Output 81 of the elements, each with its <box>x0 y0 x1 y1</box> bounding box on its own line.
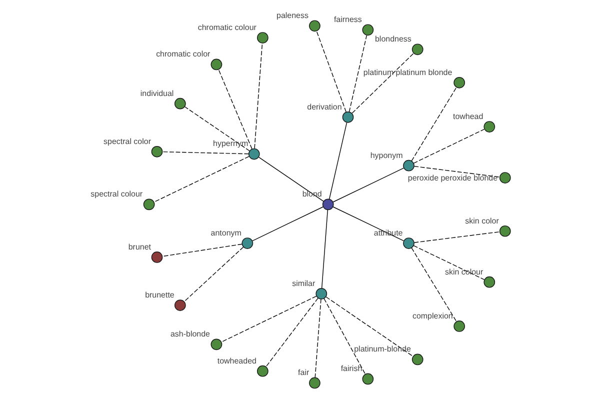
connector <box>332 206 404 242</box>
connector <box>411 87 457 162</box>
connector <box>184 106 250 152</box>
node-label: hypernym <box>213 139 248 148</box>
node-circle <box>412 354 424 366</box>
connector <box>413 245 485 280</box>
connector <box>154 156 250 202</box>
node-circle <box>257 32 268 44</box>
node-label: fairness <box>334 15 362 24</box>
node-circle <box>403 160 414 172</box>
node-label: peroxide peroxide blonde <box>408 174 498 183</box>
node-circle <box>210 338 222 350</box>
node-circle <box>242 238 254 249</box>
connector <box>266 298 318 367</box>
connector <box>413 128 485 164</box>
node-circle <box>403 238 414 249</box>
node-label: skin colour <box>444 267 484 276</box>
node-circle <box>412 44 424 56</box>
connector <box>252 206 324 242</box>
node-label: paleness <box>276 11 308 20</box>
node-circle <box>143 198 155 210</box>
node-circle <box>309 20 320 32</box>
node-label: platinum-blonde <box>354 344 411 354</box>
connector <box>316 30 346 112</box>
node-label: brunette <box>145 290 174 300</box>
node-circle <box>499 172 511 184</box>
node-label: chromatic colour <box>198 22 256 32</box>
node-label: antonym <box>210 228 242 238</box>
node-circle <box>454 320 465 332</box>
connector <box>184 246 244 302</box>
node-circle <box>210 58 222 70</box>
node-label: towheaded <box>217 356 256 366</box>
connector <box>314 298 322 378</box>
node-circle <box>316 288 328 300</box>
connector <box>414 231 500 243</box>
connector <box>328 122 348 200</box>
connector <box>321 209 328 289</box>
node-label: complexion <box>412 311 453 320</box>
connector <box>221 296 317 342</box>
node-circle <box>322 198 334 210</box>
node-label: brunet <box>128 242 152 252</box>
node-circle <box>484 276 496 288</box>
connector <box>352 52 414 114</box>
node-label: platinum platinum blonde <box>363 68 452 77</box>
node-label: chromatic color <box>156 50 210 59</box>
connector <box>254 42 263 149</box>
connector <box>326 296 414 357</box>
node-label: skin color <box>465 216 499 226</box>
connector <box>162 151 249 154</box>
node-label: blondness <box>374 34 412 44</box>
node-circle <box>499 225 511 237</box>
node-circle <box>309 377 320 389</box>
node-circle <box>151 252 163 263</box>
node-label: similar <box>292 278 316 288</box>
node-label: spectral colour <box>90 190 143 199</box>
node-circle <box>151 146 163 158</box>
node-label: fairish <box>340 364 362 374</box>
node-circle <box>362 373 374 385</box>
connector <box>258 156 324 202</box>
node-circle <box>484 121 496 132</box>
connector <box>411 248 457 322</box>
node-circle <box>257 365 268 377</box>
node-circle <box>174 300 186 311</box>
connector <box>324 298 366 374</box>
node-label: individual <box>140 88 174 98</box>
node-label: fair <box>298 368 310 378</box>
node-circle <box>342 111 354 123</box>
connector <box>414 166 500 178</box>
connector <box>162 244 242 257</box>
node-label: spectral color <box>104 136 151 146</box>
node-label: derivation <box>307 102 342 112</box>
connector <box>348 35 368 112</box>
node-label: towhead <box>452 112 484 121</box>
node-label: hyponym <box>370 150 403 160</box>
node-circle <box>454 76 465 88</box>
connector <box>218 69 252 150</box>
node-circle <box>362 24 374 36</box>
node-circle <box>248 148 260 160</box>
node-label: ash-blonde <box>170 330 210 339</box>
node-circle <box>174 98 186 110</box>
connector <box>332 168 404 202</box>
